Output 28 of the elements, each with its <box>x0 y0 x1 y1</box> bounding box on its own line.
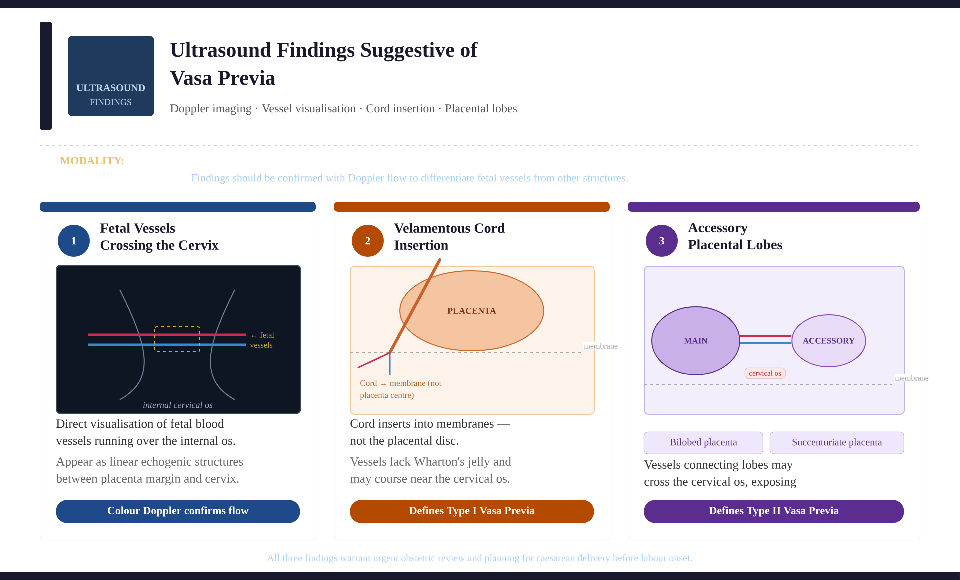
description: Cord inserts into membranes — not the placental disc. <box>350 419 510 448</box>
card-title: Accessory Placental Lobes <box>688 223 782 250</box>
annotation: Cord → membrane (not placenta centre) <box>360 380 442 400</box>
membrane-label: membrane <box>583 342 619 350</box>
pill-banner: Defines Type I Vasa Previa <box>350 500 594 524</box>
ultrasound-drawing: ← fetal vessels internal cervical os <box>56 265 302 414</box>
number-badge: 2 <box>352 225 384 257</box>
description: Appear as linear echogenic structures between placenta margin and cervix. <box>56 457 244 486</box>
vessel-line <box>740 342 792 344</box>
number-badge: 3 <box>646 225 678 257</box>
badge-box: ULTRASOUND FINDINGS <box>68 36 154 116</box>
vessel-line <box>740 335 792 337</box>
tag: Bilobed placenta <box>644 432 764 454</box>
description: Vessels connecting lobes may cross the cervical os, exposing <box>644 460 796 489</box>
number-badge: 1 <box>58 225 90 257</box>
subtitle: Doppler imaging · Vessel visualisation · Cord insertion · Placental lobes <box>170 104 518 116</box>
membrane-label: membrane <box>894 374 930 382</box>
modality-label: MODALITY: <box>60 157 124 165</box>
description: Vessels lack Wharton's jelly and may course near the cervical os. <box>350 457 512 486</box>
pill-banner: Defines Type II Vasa Previa <box>644 500 904 524</box>
note: Findings should be confirmed with Doppler flow to differentiate fetal vessels from other structures. <box>192 174 628 184</box>
pill-banner: Colour Doppler confirms flow <box>56 500 300 524</box>
footer-note: All three findings warrant urgent obstetric review and planning for caesarean delivery before labour onset. <box>267 554 692 564</box>
tag: Succenturiate placenta <box>770 432 904 454</box>
card-title: Velamentous Cord Insertion <box>394 223 506 250</box>
title: Ultrasound Findings Suggestive of Vasa Previa <box>170 42 478 86</box>
card-title: Fetal Vessels Crossing the Cervix <box>100 223 219 253</box>
description: Direct visualisation of fetal blood vessels running over the internal os. <box>56 419 236 448</box>
